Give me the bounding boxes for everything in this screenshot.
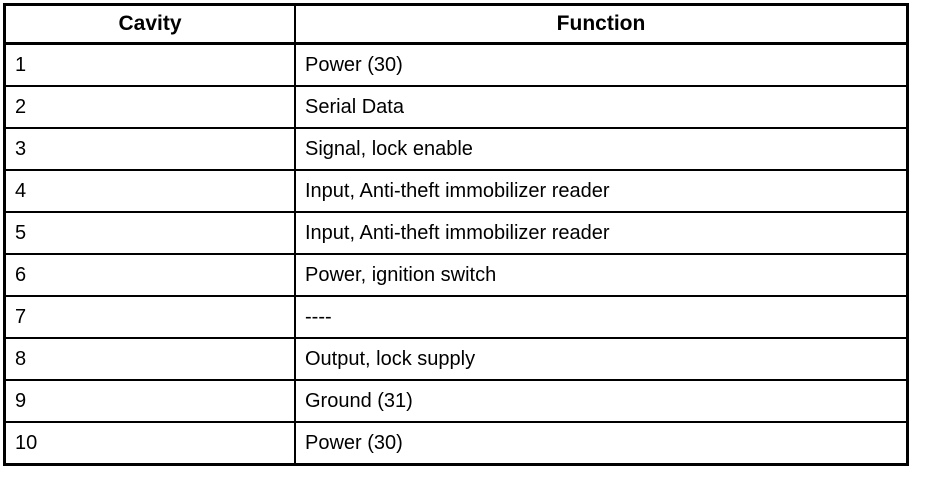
header-function: Function xyxy=(294,3,909,45)
cavity-cell: 3 xyxy=(3,127,296,171)
cavity-cell: 2 xyxy=(3,85,296,129)
function-cell: Input, Anti-theft immobilizer reader xyxy=(294,211,909,255)
table-row: 6 Power, ignition switch xyxy=(3,253,909,297)
function-cell: Ground (31) xyxy=(294,379,909,423)
cavity-cell: 1 xyxy=(3,42,296,87)
function-cell: Input, Anti-theft immobilizer reader xyxy=(294,169,909,213)
function-cell: Power (30) xyxy=(294,421,909,466)
function-cell: Power (30) xyxy=(294,42,909,87)
table-row: 8 Output, lock supply xyxy=(3,337,909,381)
table-row: 1 Power (30) xyxy=(3,42,909,87)
cavity-cell: 5 xyxy=(3,211,296,255)
cavity-cell: 4 xyxy=(3,169,296,213)
table-row: 10 Power (30) xyxy=(3,421,909,466)
table-row: 5 Input, Anti-theft immobilizer reader xyxy=(3,211,909,255)
function-cell: Serial Data xyxy=(294,85,909,129)
header-cavity: Cavity xyxy=(3,3,296,45)
table-row: 2 Serial Data xyxy=(3,85,909,129)
table-row: 9 Ground (31) xyxy=(3,379,909,423)
table-row: 4 Input, Anti-theft immobilizer reader xyxy=(3,169,909,213)
cavity-cell: 7 xyxy=(3,295,296,339)
table-header: Cavity Function xyxy=(3,3,909,45)
cavity-cell: 10 xyxy=(3,421,296,466)
cavity-cell: 8 xyxy=(3,337,296,381)
function-cell: ---- xyxy=(294,295,909,339)
function-cell: Output, lock supply xyxy=(294,337,909,381)
header-row: Cavity Function xyxy=(3,3,909,45)
cavity-cell: 6 xyxy=(3,253,296,297)
function-cell: Signal, lock enable xyxy=(294,127,909,171)
table-row: 7 ---- xyxy=(3,295,909,339)
table-body: 1 Power (30) 2 Serial Data 3 Signal, loc… xyxy=(3,42,909,466)
cavity-cell: 9 xyxy=(3,379,296,423)
cavity-function-table: Cavity Function 1 Power (30) 2 Serial Da… xyxy=(3,3,909,466)
table-row: 3 Signal, lock enable xyxy=(3,127,909,171)
function-cell: Power, ignition switch xyxy=(294,253,909,297)
